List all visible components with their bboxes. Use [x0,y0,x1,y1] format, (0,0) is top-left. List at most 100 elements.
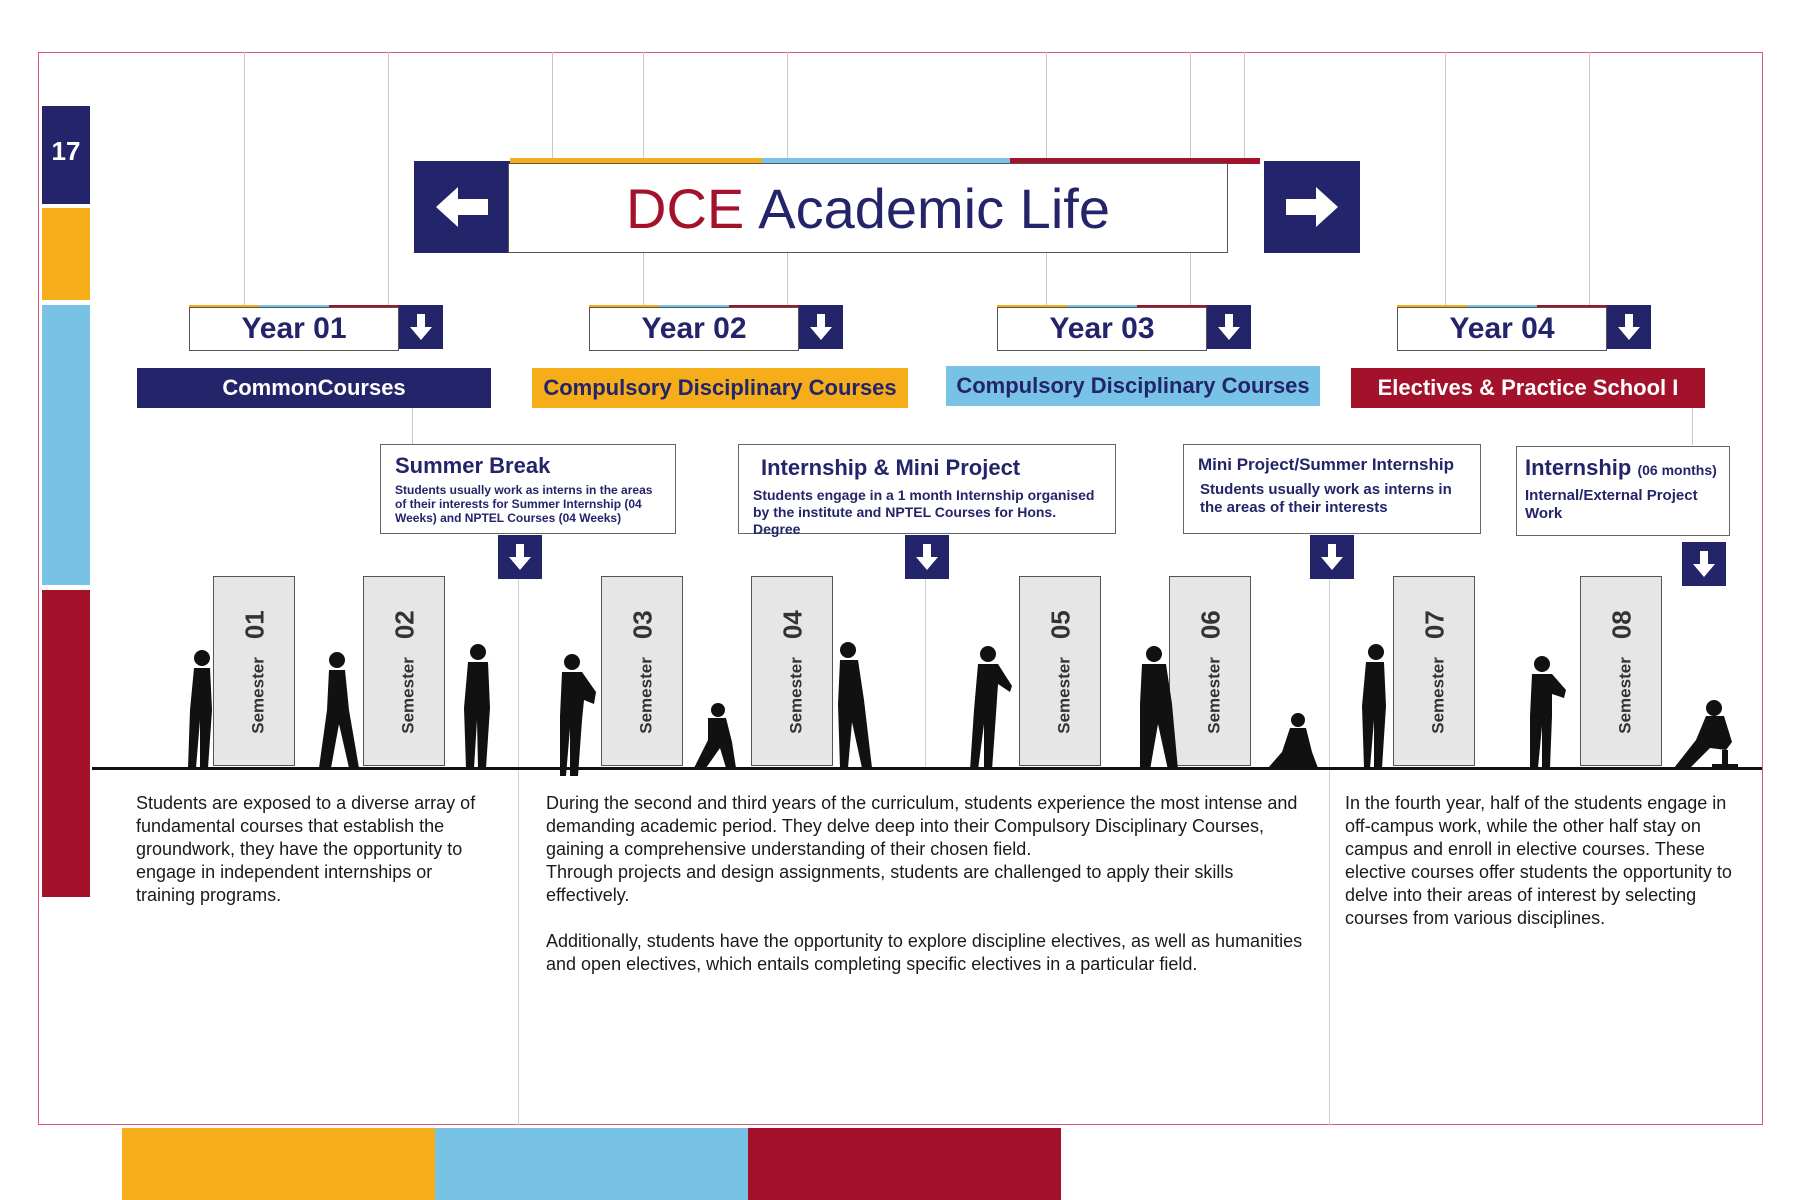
arrow-down-icon [1218,314,1240,340]
section-divider [1329,578,1330,1125]
page-frame [38,52,1763,1125]
semester-label: Semester [1054,657,1074,734]
semester-number: 04 [777,610,808,640]
semester-panel-06: Semester06 [1169,576,1251,766]
title-rest: Academic Life [758,176,1110,240]
semester-number: 01 [239,610,270,640]
year-02-category: Compulsory Disciplinary Courses [532,368,908,408]
person-silhouette-icon [1362,644,1386,768]
side-strip-orange [42,208,90,300]
title-stripe-sky [762,158,1010,164]
semester-number: 08 [1606,610,1637,640]
person-leaning-icon [838,642,872,768]
person-reading-icon [1530,656,1566,768]
break-1-arrow-button[interactable] [498,535,542,579]
mini-project-summer-internship-box: Mini Project/Summer Internship Students … [1183,444,1481,534]
person-gesturing-icon [970,646,1012,770]
guide-line [552,52,553,162]
mini-project-summer-internship-body: Students usually work as interns in the … [1200,481,1452,516]
title-stripe-orange [510,158,762,164]
break-3-arrow-button[interactable] [1310,535,1354,579]
semester-panel-05: Semester 05 [1019,576,1101,766]
arrow-down-icon [509,544,531,570]
person-silhouette-icon [464,644,490,768]
internship-mini-project-box: Internship & Mini Project Students engag… [738,444,1116,537]
year-04-label: Year 04 [1397,307,1607,351]
year-01-label: Year 01 [189,307,399,351]
mini-project-summer-internship-title: Mini Project/Summer Internship [1198,455,1454,474]
person-reading-icon [560,654,596,776]
year-4-description: In the fourth year, half of the students… [1345,793,1732,928]
middle-years-paragraph-2: Through projects and design assignments,… [546,862,1234,905]
semester-number: 03 [627,610,658,640]
semester-label: Semester [398,657,418,734]
internship-6-months-box: Internship (06 months) Internal/External… [1516,446,1730,536]
semester-panel-02: Semester 02 [363,576,445,766]
semester-label: Semester [248,657,268,734]
semester-label: Semester [1428,657,1448,734]
semester-number: 06 [1195,610,1226,640]
year-01-expand-button[interactable] [399,305,443,349]
year-04-category: Electives & Practice School I [1351,368,1705,408]
summer-break-box: Summer Break Students usually work as in… [380,444,676,534]
semester-label: Semester [636,657,656,734]
page-title: DCE Academic Life [508,163,1228,253]
section-divider [925,578,926,768]
guide-line [1445,52,1446,306]
internship-body: Internal/External Project Work [1525,487,1698,522]
prev-button[interactable] [414,161,510,253]
semester-number: 07 [1419,610,1450,640]
middle-years-description: During the second and third years of the… [546,792,1306,976]
side-strip-sky [42,305,90,585]
guide-line [1692,405,1693,445]
guide-line [1244,52,1245,162]
page-number: 17 [42,106,90,204]
middle-years-paragraph-3: Additionally, students have the opportun… [546,931,1303,974]
title-prefix: DCE [626,176,745,240]
footer-bar-crimson [748,1128,1061,1200]
arrow-down-icon [1693,551,1715,577]
internship-mini-project-body: Students engage in a 1 month Internship … [753,487,1095,537]
semester-panel-04: Semester 04 [751,576,833,766]
section-divider [518,578,519,1125]
arrow-right-icon [1286,187,1338,227]
middle-years-paragraph-1: During the second and third years of the… [546,793,1298,859]
year-02-expand-button[interactable] [799,305,843,349]
footer-bar-orange [122,1128,435,1200]
semester-panel-01: Semester 01 [213,576,295,766]
timeline-ground-line [92,767,1762,770]
person-desk-chair-icon [1674,700,1738,768]
guide-line [1589,52,1590,306]
internship-title: Internship [1525,455,1632,480]
next-button[interactable] [1264,161,1360,253]
semester-panel-08: Semester 08 [1580,576,1662,766]
semester-label: Semester [1615,657,1635,734]
year-03-expand-button[interactable] [1207,305,1251,349]
person-sitting-icon [1268,713,1318,768]
person-crouching-icon [694,703,736,768]
year-04-expand-button[interactable] [1607,305,1651,349]
summer-break-title: Summer Break [395,453,551,478]
arrow-down-icon [810,314,832,340]
year-02-label: Year 02 [589,307,799,351]
semester-panel-03: Semester 03 [601,576,683,766]
title-stripe-crimson [1010,158,1260,164]
person-silhouette-icon [188,650,212,768]
summer-break-body: Students usually work as interns in the … [395,483,653,525]
semester-number: 05 [1045,610,1076,640]
year-01-category: CommonCourses [137,368,491,408]
internship-mini-project-title: Internship & Mini Project [761,455,1021,480]
semester-panel-07: Semester 07 [1393,576,1475,766]
arrow-down-icon [1321,544,1343,570]
year-03-category: Compulsory Disciplinary Courses [946,366,1320,406]
arrow-down-icon [410,314,432,340]
side-strip-crimson [42,590,90,897]
year-1-description: Students are exposed to a diverse array … [136,793,476,905]
semester-number: 02 [389,610,420,640]
break-2-arrow-button[interactable] [905,535,949,579]
guide-line [412,405,413,445]
person-walking-icon [1140,646,1178,770]
semester-label: Semester [786,657,806,734]
arrow-down-icon [1618,314,1640,340]
break-4-arrow-button[interactable] [1682,542,1726,586]
